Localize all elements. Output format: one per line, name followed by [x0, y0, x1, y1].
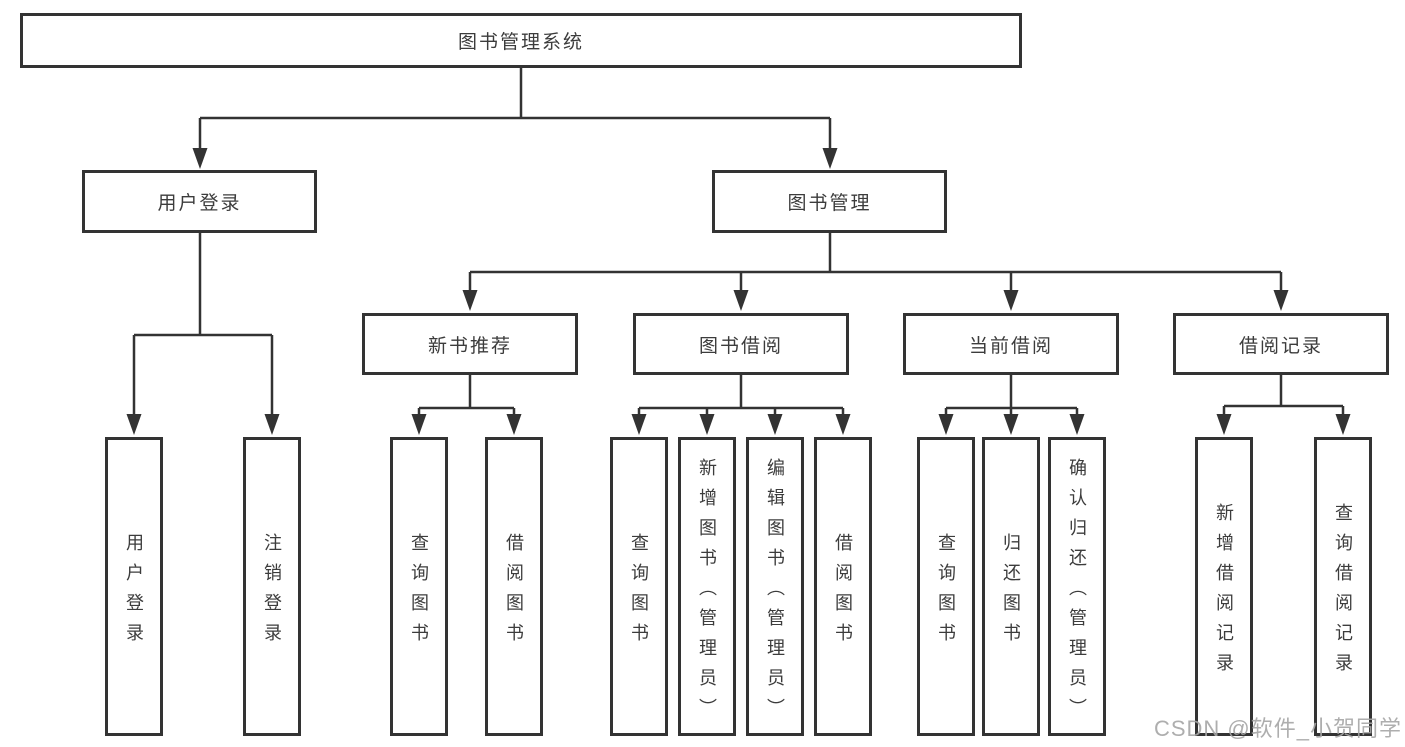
leaf-query-books-recommend: 查询图书 [390, 437, 448, 736]
leaf-return-book-label: 归还图书 [1001, 532, 1021, 653]
leaf-borrow-books-label: 借阅图书 [833, 532, 853, 653]
node-book-borrow: 图书借阅 [633, 313, 849, 375]
arrowheads-level1 [192, 148, 838, 169]
leaf-add-book-admin: 新增图书（管理员） [678, 437, 736, 736]
connector-bookmgmt-to-level2 [468, 233, 1283, 296]
node-borrow-records: 借阅记录 [1173, 313, 1389, 375]
connector-records-to-leaves [1222, 375, 1345, 420]
node-current-borrow-label: 当前借阅 [968, 335, 1053, 357]
node-book-management: 图书管理 [712, 170, 947, 233]
leaf-query-books-current-label: 查询图书 [936, 532, 956, 653]
connector-bookborrow-to-leaves [637, 375, 845, 420]
node-book-borrow-label: 图书借阅 [698, 335, 783, 357]
leaf-add-book-admin-label: 新增图书（管理员） [697, 457, 717, 728]
csdn-watermark: CSDN @软件_小贺同学 [1153, 716, 1402, 741]
node-book-management-label: 图书管理 [787, 193, 872, 214]
node-new-book-recommend: 新书推荐 [362, 313, 578, 375]
node-borrow-records-label: 借阅记录 [1238, 335, 1323, 357]
leaf-confirm-return-admin-label: 确认归还（管理员） [1067, 457, 1087, 728]
arrowheads-level2 [462, 290, 1289, 311]
leaf-borrow-books-recommend: 借阅图书 [485, 437, 543, 736]
node-current-borrow: 当前借阅 [903, 313, 1119, 375]
leaf-query-books-borrow: 查询图书 [610, 437, 668, 736]
leaf-edit-book-admin: 编辑图书（管理员） [746, 437, 804, 736]
leaf-logout-label: 注销登录 [262, 532, 282, 653]
leaf-edit-book-admin-label: 编辑图书（管理员） [765, 457, 785, 728]
leaf-borrow-books-recommend-label: 借阅图书 [504, 532, 524, 653]
node-library-system-label: 图书管理系统 [457, 32, 584, 53]
leaf-add-borrow-record: 新增借阅记录 [1195, 437, 1253, 736]
connector-currentborrow-to-leaves [944, 375, 1079, 420]
connector-root-to-level1 [198, 68, 832, 153]
node-user-login-label: 用户登录 [157, 193, 242, 214]
leaf-query-books-current: 查询图书 [917, 437, 975, 736]
leaf-logout: 注销登录 [243, 437, 301, 736]
leaf-borrow-books: 借阅图书 [814, 437, 872, 736]
connector-newbooks-to-leaves [417, 375, 516, 420]
leaf-user-login-label: 用户登录 [124, 532, 144, 653]
node-library-system: 图书管理系统 [20, 13, 1022, 68]
leaf-query-borrow-record-label: 查询借阅记录 [1333, 502, 1353, 683]
leaf-confirm-return-admin: 确认归还（管理员） [1048, 437, 1106, 736]
node-user-login: 用户登录 [82, 170, 317, 233]
leaf-query-borrow-record: 查询借阅记录 [1314, 437, 1372, 736]
leaf-return-book: 归还图书 [982, 437, 1040, 736]
leaf-add-borrow-record-label: 新增借阅记录 [1214, 502, 1234, 683]
leaf-query-books-recommend-label: 查询图书 [409, 532, 429, 653]
leaf-query-books-borrow-label: 查询图书 [629, 532, 649, 653]
connector-userlogin-to-leaves [132, 233, 274, 420]
node-new-book-recommend-label: 新书推荐 [427, 335, 512, 357]
arrowheads-leaves [126, 414, 1351, 435]
leaf-user-login: 用户登录 [105, 437, 163, 736]
